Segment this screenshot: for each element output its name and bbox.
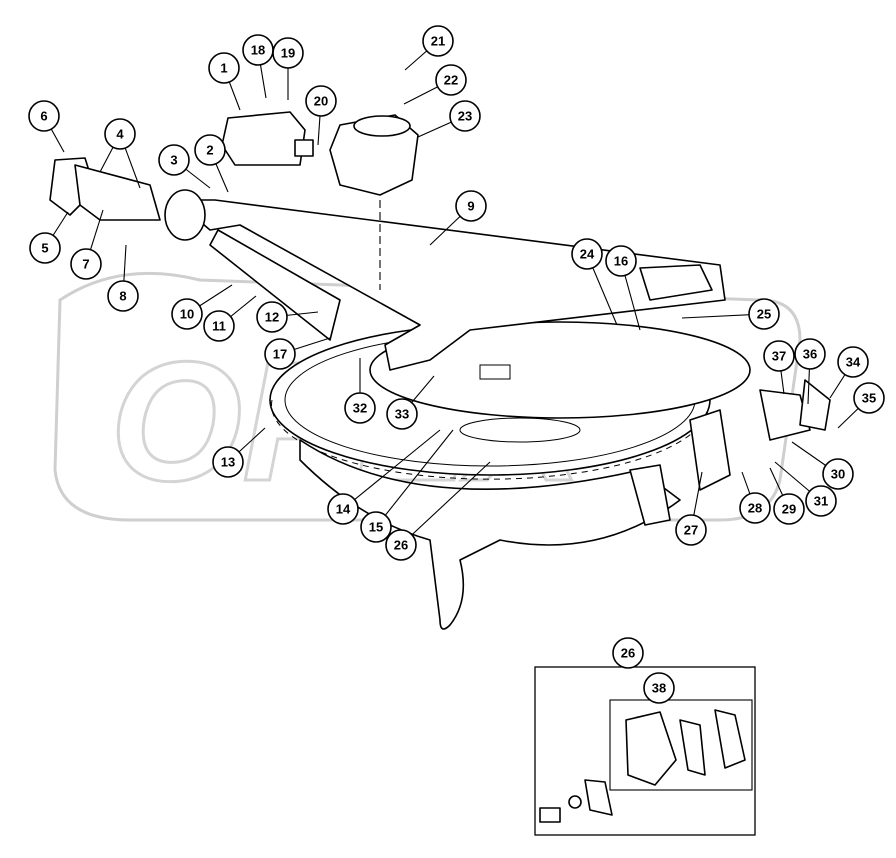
callout-5: 5 [29,232,61,264]
callout-19: 19 [272,37,304,69]
svg-text:16: 16 [614,254,628,269]
svg-text:2: 2 [206,143,213,158]
callout-22: 22 [435,64,467,96]
callout-20: 20 [305,85,337,117]
callout-16: 16 [605,245,637,277]
callout-4: 4 [104,118,136,150]
svg-text:24: 24 [580,247,595,262]
svg-text:19: 19 [281,46,295,61]
callout-33: 33 [386,398,418,430]
callout-9: 9 [455,190,487,222]
svg-text:26: 26 [621,646,635,661]
svg-text:14: 14 [336,502,351,517]
inset-callout-38: 38 [643,672,675,704]
svg-text:7: 7 [82,257,89,272]
callout-36: 36 [794,338,826,370]
svg-text:15: 15 [369,520,383,535]
svg-text:4: 4 [116,127,124,142]
callout-3: 3 [158,144,190,176]
lower-frame [299,439,681,630]
callout-24: 24 [571,238,603,270]
svg-text:11: 11 [212,319,226,334]
turntable-bearing [369,321,751,443]
svg-text:31: 31 [814,494,828,509]
svg-text:28: 28 [748,501,762,516]
svg-text:33: 33 [395,407,409,422]
callout-2: 2 [194,134,226,166]
svg-text:9: 9 [467,199,474,214]
callout-34: 34 [837,346,869,378]
callout-12: 12 [256,301,288,333]
svg-text:8: 8 [119,289,126,304]
callout-6: 6 [28,100,60,132]
callout-31: 31 [805,485,837,517]
svg-text:30: 30 [831,467,845,482]
svg-text:38: 38 [652,681,666,696]
svg-text:29: 29 [782,502,796,517]
callout-37: 37 [763,340,795,372]
svg-text:35: 35 [862,391,876,406]
svg-text:20: 20 [314,94,328,109]
callout-14: 14 [327,493,359,525]
callout-27: 27 [675,514,707,546]
callout-26: 26 [385,529,417,561]
callout-8: 8 [107,280,139,312]
svg-text:18: 18 [251,43,265,58]
callout-17: 17 [264,338,296,370]
callout-29: 29 [773,493,805,525]
end-assembly [49,157,206,241]
callout-10: 10 [171,298,203,330]
svg-text:5: 5 [41,241,48,256]
callout-15: 15 [360,511,392,543]
callout-28: 28 [739,492,771,524]
svg-text:36: 36 [803,347,817,362]
svg-text:6: 6 [40,109,47,124]
svg-text:32: 32 [353,401,367,416]
svg-text:25: 25 [757,307,771,322]
svg-text:22: 22 [444,73,458,88]
inset-callout-26: 26 [612,637,644,669]
callout-32: 32 [344,392,376,424]
callout-18: 18 [242,34,274,66]
hydraulic-motor [221,111,314,166]
callout-11: 11 [203,310,235,342]
callout-30: 30 [822,458,854,490]
svg-text:12: 12 [265,310,279,325]
svg-text:27: 27 [684,523,698,538]
callout-13: 13 [212,446,244,478]
main-frame [174,199,726,380]
svg-text:17: 17 [273,347,287,362]
svg-text:21: 21 [431,34,445,49]
inset-detail: 26 38 [534,637,756,836]
callout-21: 21 [422,25,454,57]
planetary-drive [329,114,419,196]
brake-assembly [689,379,831,491]
callout-1: 1 [208,52,240,84]
svg-text:37: 37 [772,349,786,364]
svg-text:23: 23 [458,109,472,124]
svg-text:13: 13 [221,455,235,470]
svg-text:26: 26 [394,538,408,553]
callout-7: 7 [70,248,102,280]
callout-25: 25 [748,298,780,330]
callout-35: 35 [853,382,885,414]
svg-text:10: 10 [180,307,194,322]
svg-text:1: 1 [220,61,227,76]
svg-text:34: 34 [846,355,861,370]
svg-text:3: 3 [170,153,177,168]
callout-23: 23 [449,100,481,132]
